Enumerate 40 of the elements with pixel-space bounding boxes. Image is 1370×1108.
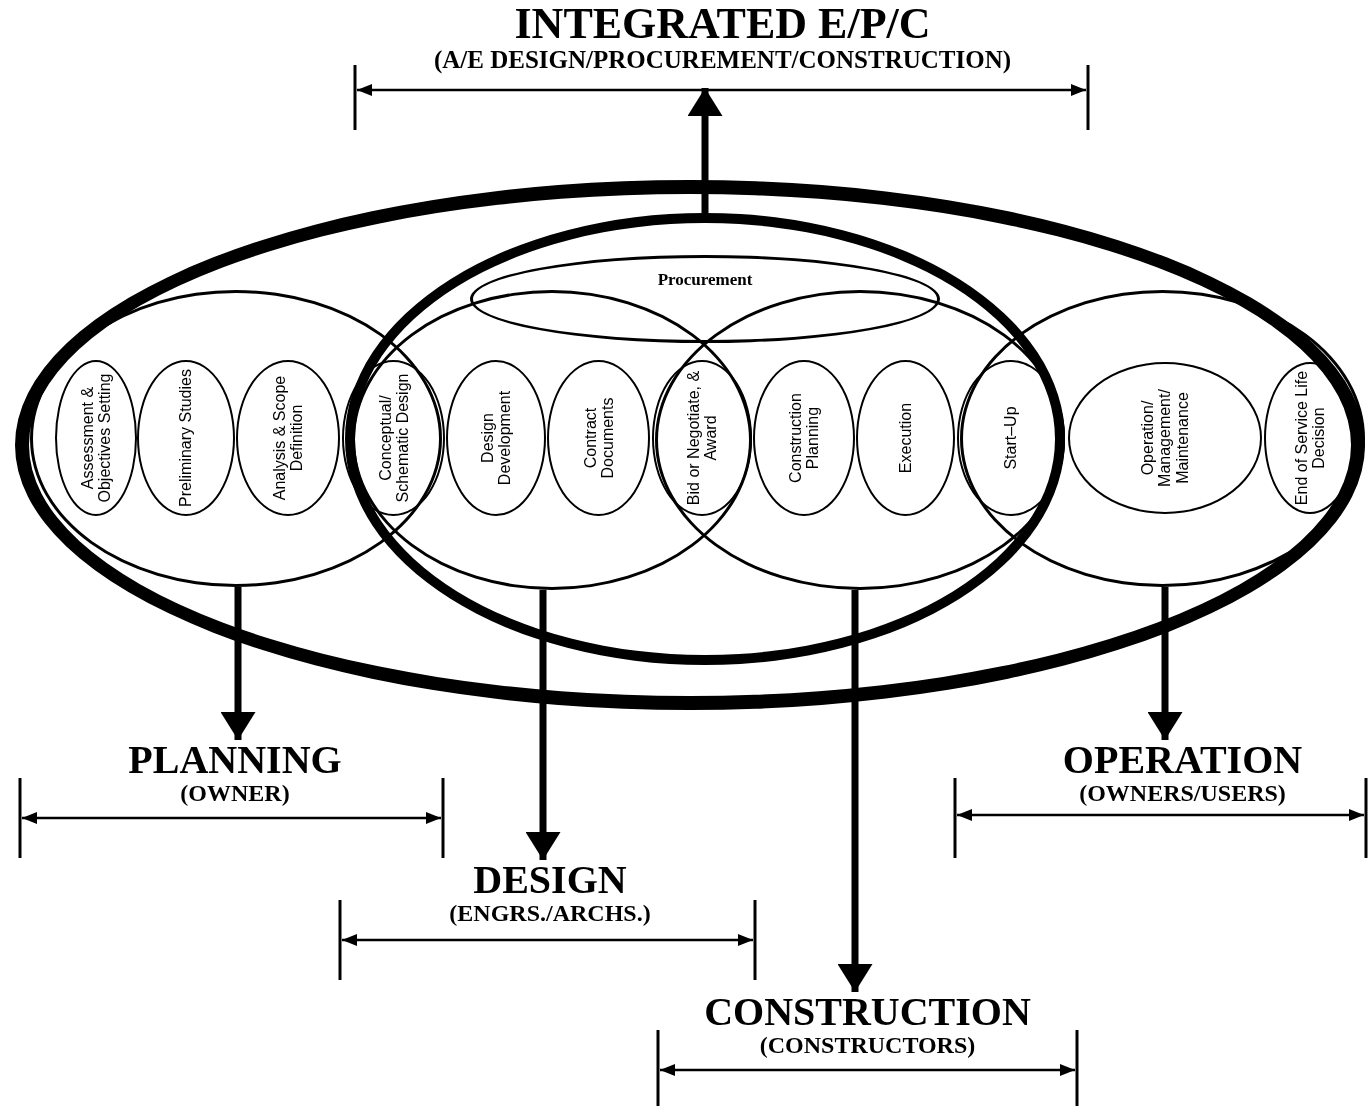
stage-label: Assessment & Objectives Setting — [78, 372, 114, 505]
stage-ellipse — [137, 360, 235, 516]
phase-heading: PLANNING — [128, 740, 342, 780]
stage-label: Start–Up — [1002, 405, 1020, 472]
stage-label: Conceptual/ Schematic Design — [376, 372, 411, 505]
stage-label: Execution — [896, 401, 915, 476]
stage-label: End of Service Life Decision — [1292, 369, 1328, 507]
phase-ellipse — [470, 255, 940, 343]
phase-heading: INTEGRATED E/P/C — [514, 2, 931, 46]
phase-ellipse — [960, 290, 1365, 587]
stage-ellipse — [55, 360, 137, 516]
phase-subheading: (OWNER) — [180, 780, 290, 807]
stage-ellipse — [652, 360, 752, 516]
stage-label: Analysis & Scope Definition — [270, 374, 306, 503]
phase-heading: CONSTRUCTION — [704, 992, 1031, 1032]
stage-label: Bid or Negotiate, & Award — [684, 369, 720, 508]
stage-label: Operation/ Management/ Maintenance — [1139, 388, 1191, 489]
stage-label: Preliminary Studies — [177, 368, 195, 508]
phase-heading: DESIGN — [473, 860, 627, 900]
phase-ellipse — [15, 180, 1365, 710]
phase-subheading: (CONSTRUCTORS) — [759, 1032, 976, 1059]
phase-ellipse — [352, 290, 752, 590]
stage-ellipse — [236, 360, 340, 516]
stage-ellipse — [753, 360, 855, 516]
stage-label: Contract Documents — [581, 396, 616, 481]
phase-ellipse — [30, 290, 442, 587]
stage-ellipse — [342, 360, 445, 516]
phase-ellipse — [655, 290, 1065, 590]
stage-ellipse — [957, 360, 1065, 516]
phase-label: Procurement — [656, 270, 754, 290]
phase-heading: OPERATION — [1062, 740, 1303, 780]
stage-ellipse — [1068, 362, 1262, 514]
phase-subheading: (OWNERS/USERS) — [1079, 780, 1286, 807]
phase-ellipse — [345, 213, 1065, 665]
stage-label: Construction Planning — [786, 392, 822, 485]
stage-label: Design Development — [478, 389, 514, 488]
stage-ellipse — [547, 360, 650, 516]
phase-subheading: (ENGRS./ARCHS.) — [449, 900, 651, 927]
stage-ellipse — [856, 360, 955, 516]
phase-subheading: (A/E DESIGN/PROCUREMENT/CONSTRUCTION) — [433, 46, 1012, 74]
